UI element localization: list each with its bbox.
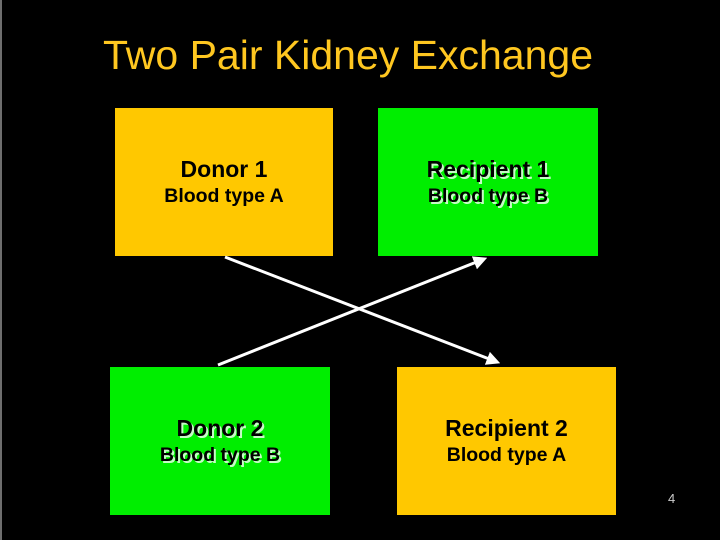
donor-1-label: Donor 1 (180, 155, 268, 182)
donor-2-box: Donor 2 Blood type B (110, 367, 330, 515)
recipient-2-blood-type: Blood type A (446, 443, 567, 466)
donor-1-box: Donor 1 Blood type A (115, 108, 333, 256)
arrow-donor1-to-recipient2 (224, 255, 501, 365)
recipient-2-box: Recipient 2 Blood type A (397, 367, 616, 515)
window-edge-strip (0, 0, 2, 540)
slide-title: Two Pair Kidney Exchange (103, 32, 593, 78)
recipient-1-blood-type: Blood type B (427, 184, 549, 207)
arrow-donor2-to-recipient1 (217, 256, 488, 367)
donor-2-label: Donor 2 (176, 414, 264, 441)
slide-page-number: 4 (668, 491, 676, 506)
donor-1-blood-type: Blood type A (164, 184, 284, 207)
recipient-1-box: Recipient 1 Blood type B (378, 108, 598, 256)
recipient-2-label: Recipient 2 (445, 414, 568, 441)
donor-2-blood-type: Blood type B (159, 443, 281, 466)
recipient-1-label: Recipient 1 (426, 155, 550, 182)
